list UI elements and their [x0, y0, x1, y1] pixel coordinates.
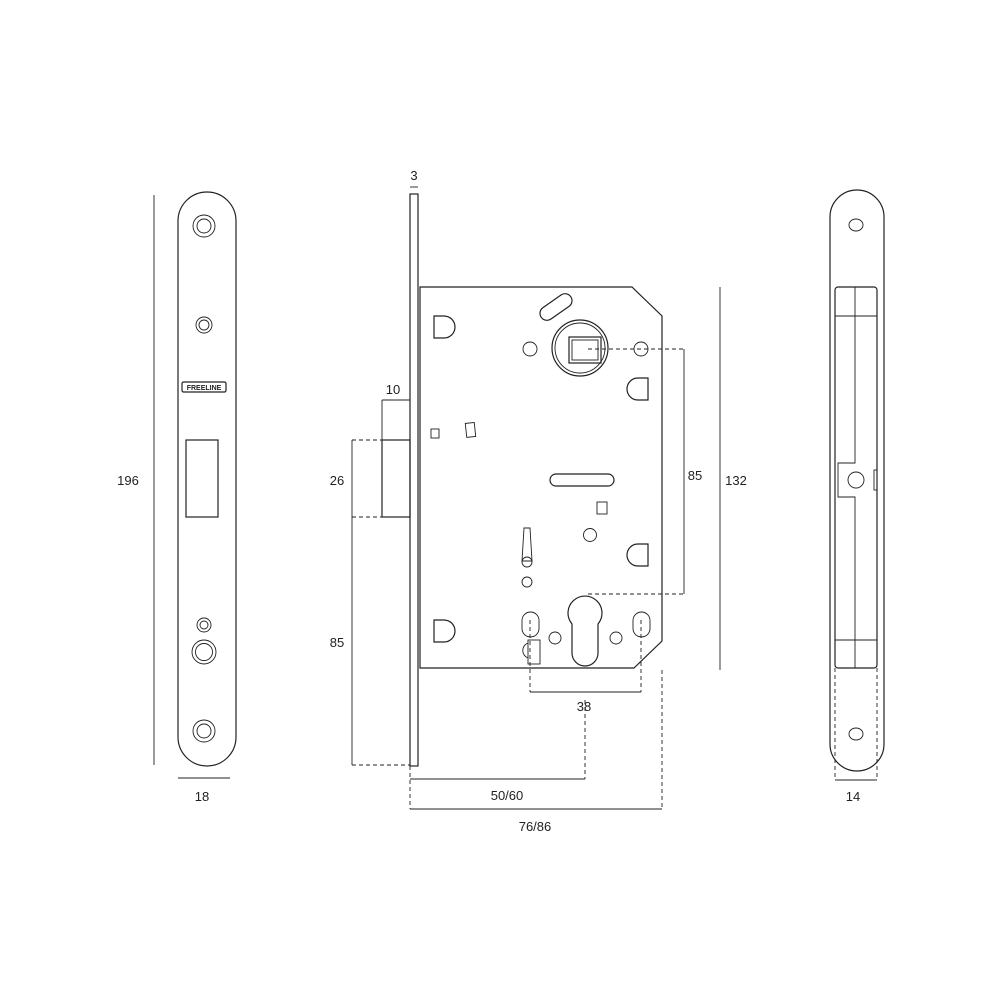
front-faceplate-view: FREELINE 196 18 — [117, 191, 237, 804]
dim-faceplate-height: 196 — [117, 473, 139, 488]
dim-cylinder-holes: 38 — [577, 699, 591, 714]
lock-body-view: 3 10 26 85 — [330, 168, 747, 834]
spindle-hub — [551, 319, 609, 377]
dim-spindle-to-cylinder: 85 — [688, 468, 702, 483]
dim-side-width: 14 — [846, 789, 860, 804]
dim-body-depth: 76/86 — [519, 819, 552, 834]
cylinder-cutout — [567, 595, 603, 667]
faceplate-edge — [409, 193, 419, 767]
faceplate-outline — [177, 191, 237, 767]
svg-text:FREELINE: FREELINE — [187, 385, 222, 392]
lock-case — [419, 286, 663, 669]
dim-backset: 50/60 — [491, 788, 524, 803]
dim-faceplate-width: 18 — [195, 789, 209, 804]
latch-opening — [185, 439, 219, 518]
dim-thickness: 3 — [410, 168, 417, 183]
dim-bolt-height: 26 — [330, 473, 344, 488]
dim-body-height: 132 — [725, 473, 747, 488]
dim-bolt-to-bottom: 85 — [330, 635, 344, 650]
side-view: 14 — [829, 189, 885, 804]
brand-logo: FREELINE — [181, 381, 227, 393]
dim-bolt-projection: 10 — [386, 382, 400, 397]
latch-bolt — [381, 439, 411, 518]
key-slot — [549, 473, 615, 487]
side-plate-outline — [829, 189, 885, 772]
